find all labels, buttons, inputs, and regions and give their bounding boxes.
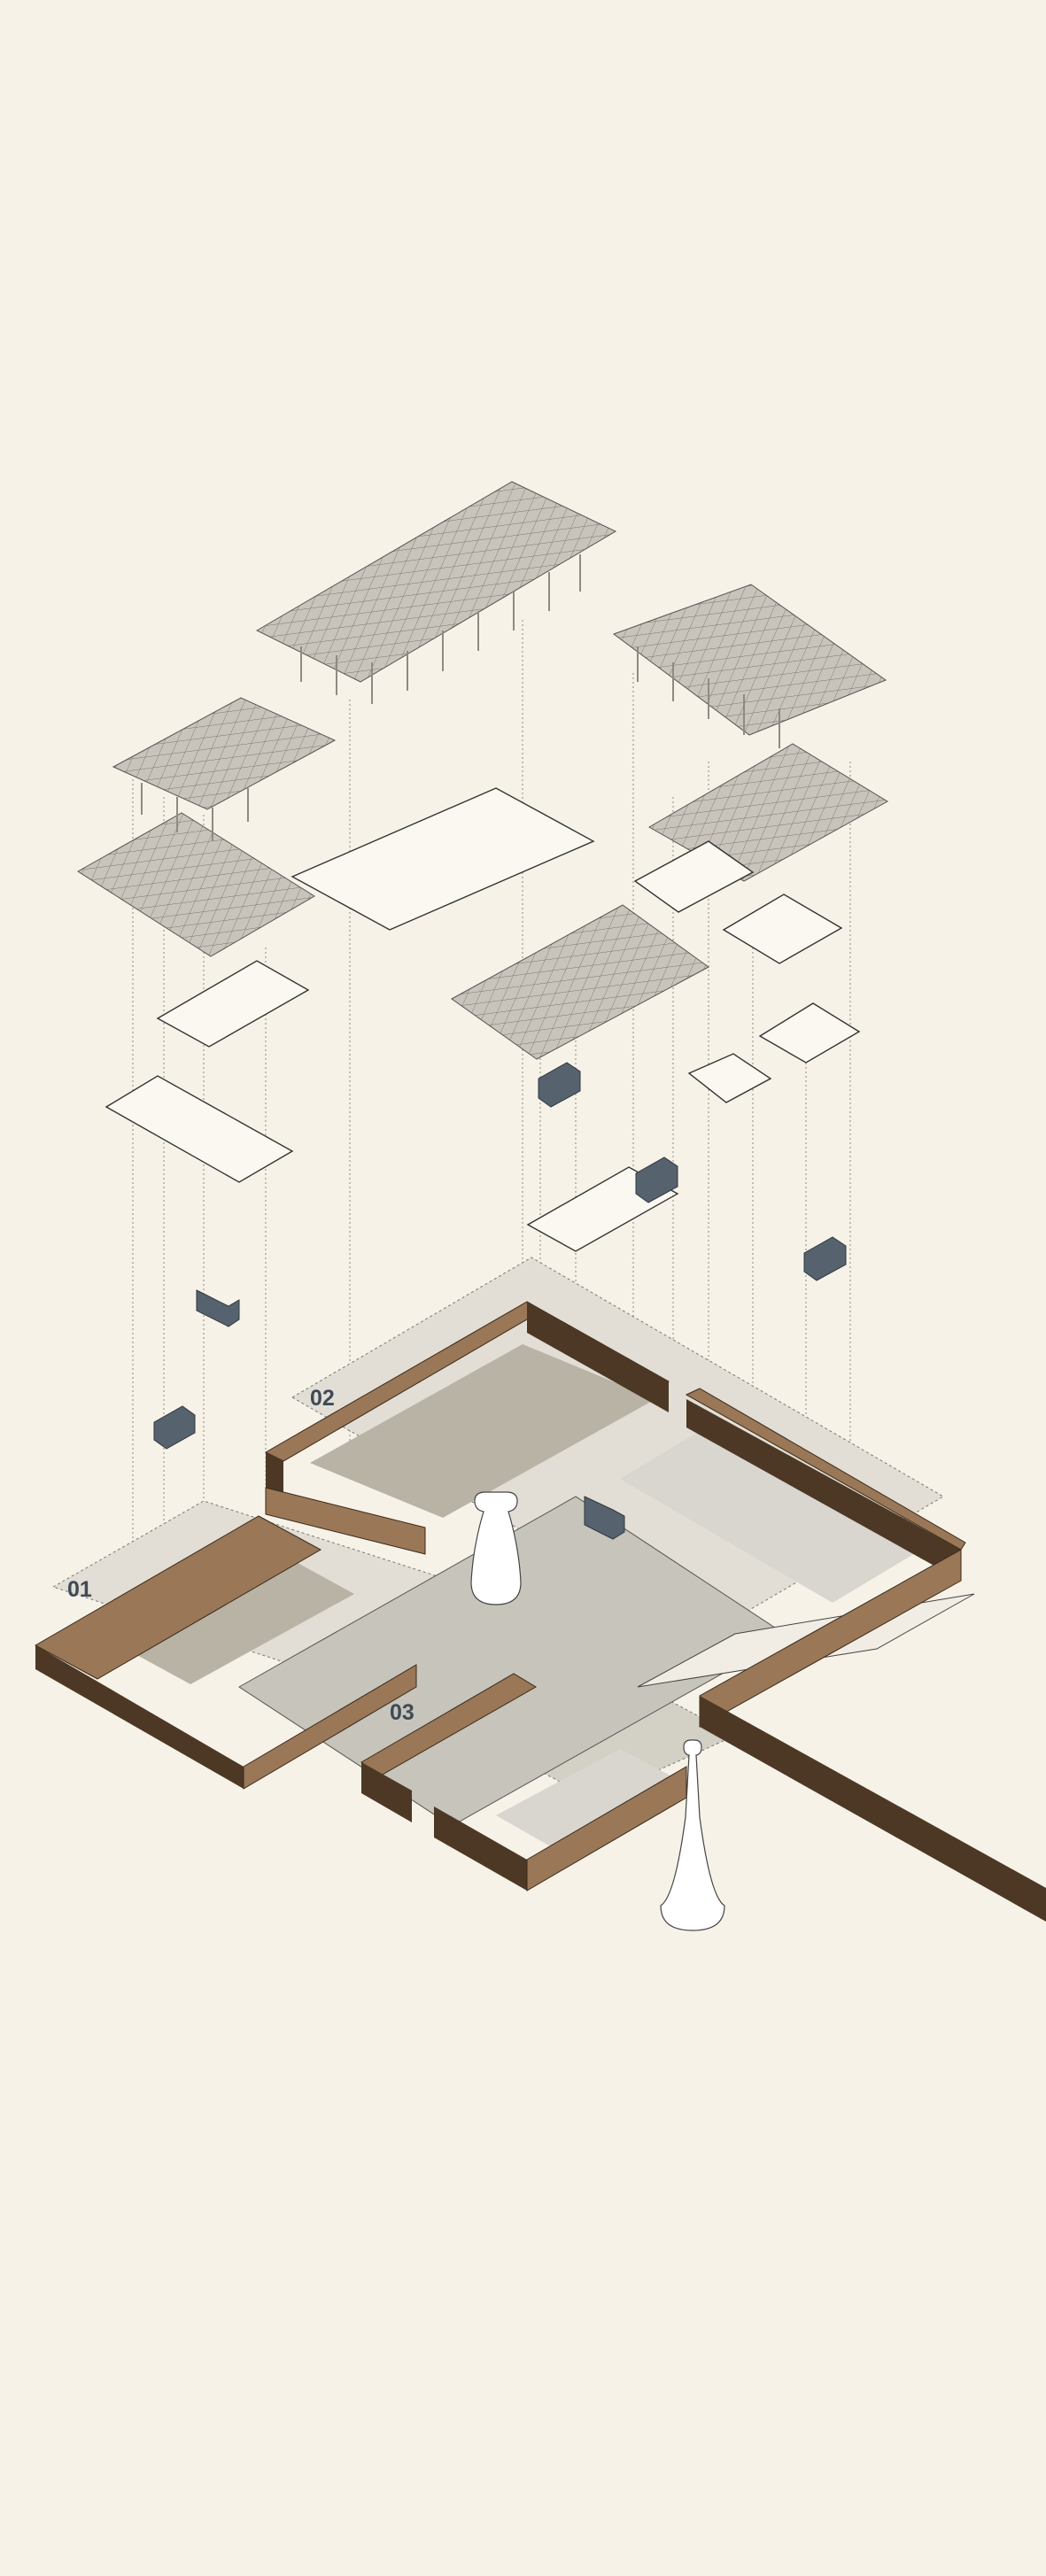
vase-tall bbox=[660, 1739, 725, 1931]
wall-02-lower bbox=[265, 1487, 426, 1555]
zone-label-03: 03 bbox=[390, 1700, 415, 1725]
courtyard-zone-01 bbox=[106, 1548, 354, 1684]
wall-02-side bbox=[527, 1302, 669, 1412]
wall-03-side bbox=[361, 1762, 412, 1822]
courtyard-zone-03 bbox=[496, 1749, 682, 1851]
wall-01-right bbox=[243, 1664, 417, 1790]
equipment-box bbox=[196, 1289, 240, 1327]
pavilion-right-b bbox=[722, 893, 843, 964]
equipment-box bbox=[584, 1496, 625, 1540]
courtyard-right bbox=[620, 1426, 921, 1603]
vases bbox=[470, 1491, 725, 1931]
wall-right-top bbox=[686, 1399, 961, 1581]
roof-canopy-left-upper bbox=[112, 697, 337, 810]
pavilion-left bbox=[156, 960, 310, 1048]
roof-canopy-large bbox=[255, 481, 617, 683]
courtyard-zone-02 bbox=[310, 1344, 655, 1518]
pavilion-right-a bbox=[633, 840, 755, 913]
wall-02-left bbox=[266, 1452, 283, 1497]
wall-01-top bbox=[34, 1515, 322, 1680]
equipment-box bbox=[635, 1156, 678, 1203]
wall-long-east bbox=[700, 1696, 1046, 1922]
canopy-posts bbox=[141, 554, 780, 841]
walls bbox=[34, 1301, 1046, 1922]
equipment-box bbox=[803, 1236, 847, 1281]
roof-canopy-right bbox=[612, 584, 887, 736]
zone-label-02: 02 bbox=[310, 1386, 335, 1411]
pavilion-right-c bbox=[687, 1053, 772, 1103]
wall-right-cap bbox=[685, 1388, 966, 1551]
vase-large bbox=[470, 1491, 522, 1605]
equipment-box bbox=[153, 1405, 196, 1450]
roof-canopies bbox=[77, 481, 888, 1060]
pavilion-right-d bbox=[758, 1002, 861, 1064]
wall-03-front bbox=[434, 1806, 527, 1891]
roof-canopy-center bbox=[451, 904, 709, 1060]
pavilion-center-long bbox=[291, 787, 595, 931]
equipment-boxes bbox=[153, 1062, 847, 1540]
wall-01-front bbox=[35, 1645, 244, 1789]
equipment-box bbox=[538, 1062, 581, 1108]
pavilion-left-long bbox=[105, 1075, 294, 1183]
zone-label-01: 01 bbox=[67, 1577, 92, 1602]
roof-canopy-left-lower bbox=[77, 812, 315, 957]
